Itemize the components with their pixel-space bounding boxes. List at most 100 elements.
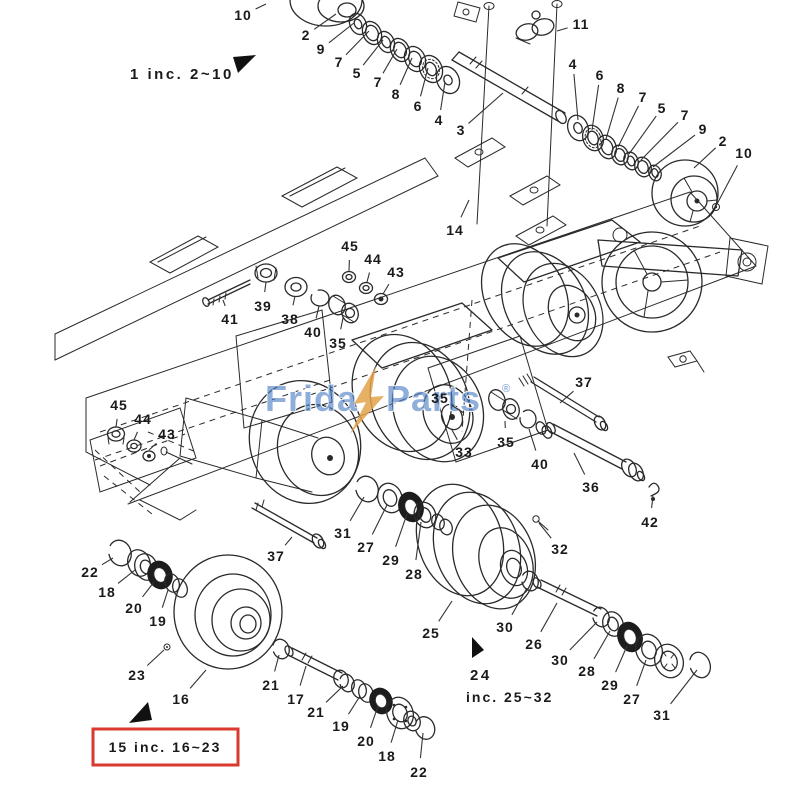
part-callout-18: 18 bbox=[98, 584, 116, 600]
leader-line-6 bbox=[419, 67, 429, 97]
leader-line-8 bbox=[399, 57, 413, 86]
part-callout-2: 2 bbox=[302, 27, 311, 43]
leader-line-21 bbox=[274, 654, 280, 672]
part-callout-14: 14 bbox=[446, 222, 464, 238]
leader-line-37 bbox=[284, 536, 293, 546]
part-callout-6: 6 bbox=[414, 98, 423, 114]
leader-line-10 bbox=[255, 3, 267, 10]
clamp-part-11 bbox=[515, 10, 555, 45]
pin-and-bolt-group bbox=[488, 373, 660, 531]
part-callout-40: 40 bbox=[531, 456, 549, 472]
part-callout-2: 2 bbox=[719, 133, 728, 149]
leader-line-22 bbox=[419, 732, 424, 759]
part-callout-8: 8 bbox=[392, 86, 401, 102]
part-callout-5: 5 bbox=[658, 100, 667, 116]
small-parts-cluster-left bbox=[106, 426, 156, 462]
leader-line-40 bbox=[315, 305, 320, 319]
watermark-registered-mark: ® bbox=[502, 383, 510, 395]
kit1-label: 1 inc. 2~10 bbox=[130, 66, 234, 83]
leader-line-43 bbox=[148, 442, 157, 451]
part-callout-4: 4 bbox=[435, 112, 444, 128]
leader-line-44 bbox=[366, 272, 371, 283]
hanger-rod bbox=[476, 5, 490, 225]
kit24-label-contents: inc. 25~32 bbox=[466, 689, 553, 705]
leader-line-19 bbox=[161, 589, 169, 608]
lightning-bolt-icon bbox=[350, 366, 384, 434]
part-callout-10: 10 bbox=[234, 7, 252, 23]
part-callout-31: 31 bbox=[653, 707, 671, 723]
kit1-exploded-parts bbox=[289, 0, 567, 125]
leader-line-22 bbox=[101, 557, 114, 566]
screw-part-23 bbox=[163, 643, 171, 651]
leader-line-40 bbox=[528, 428, 537, 451]
leader-line-17 bbox=[299, 665, 307, 686]
part-callout-31: 31 bbox=[334, 525, 352, 541]
kit1-arrow-icon bbox=[233, 55, 256, 73]
leader-line-30 bbox=[511, 587, 528, 616]
part-callout-40: 40 bbox=[304, 324, 322, 340]
leader-line-21 bbox=[325, 685, 344, 703]
part-callout-7: 7 bbox=[639, 89, 648, 105]
leader-line-9 bbox=[652, 134, 696, 168]
part-callout-37: 37 bbox=[575, 374, 593, 390]
leader-line-38 bbox=[292, 295, 296, 306]
part-callout-35: 35 bbox=[497, 434, 515, 450]
plug-part-32 bbox=[532, 515, 540, 523]
track-frame-linework bbox=[54, 0, 757, 521]
leader-line-23 bbox=[146, 649, 165, 666]
part-callout-44: 44 bbox=[364, 251, 382, 267]
shaft-part-26 bbox=[532, 577, 602, 617]
part-callout-20: 20 bbox=[357, 733, 375, 749]
part-callout-19: 19 bbox=[332, 718, 350, 734]
part-callout-5: 5 bbox=[353, 65, 362, 81]
clip-part-42 bbox=[648, 482, 660, 497]
part-callout-37: 37 bbox=[267, 548, 285, 564]
leader-line-4 bbox=[573, 73, 579, 121]
leader-line-20 bbox=[142, 581, 155, 598]
part-callout-19: 19 bbox=[149, 613, 167, 629]
idler-roller-part-2 bbox=[651, 159, 719, 227]
part-callout-35: 35 bbox=[329, 335, 347, 351]
leader-line-2 bbox=[313, 13, 337, 30]
part-callout-42: 42 bbox=[641, 514, 659, 530]
leader-line-26 bbox=[540, 602, 558, 633]
watermark-text-right: Parts bbox=[386, 378, 481, 419]
leader-line-11 bbox=[556, 27, 568, 32]
kit24-label-number: 24 bbox=[470, 667, 492, 684]
leader-line-36 bbox=[573, 452, 586, 475]
mounted-roller-right bbox=[597, 231, 769, 333]
part-callout-22: 22 bbox=[410, 764, 428, 780]
leader-line-20 bbox=[369, 705, 379, 728]
part-callout-32: 32 bbox=[551, 541, 569, 557]
shaft-part-3 bbox=[451, 51, 567, 125]
part-callout-7: 7 bbox=[681, 107, 690, 123]
leader-line-43 bbox=[382, 283, 390, 295]
leader-line-4 bbox=[440, 81, 446, 111]
shaft-part-17 bbox=[284, 645, 343, 681]
leader-line-8 bbox=[605, 97, 619, 140]
small-parts-cluster-upper bbox=[202, 263, 389, 324]
part-callout-29: 29 bbox=[601, 677, 619, 693]
part-callout-30: 30 bbox=[496, 619, 514, 635]
part-callout-39: 39 bbox=[254, 298, 272, 314]
kit15-label: 15 inc. 16~23 bbox=[109, 739, 222, 755]
part-callout-9: 9 bbox=[699, 121, 708, 137]
leader-line-45 bbox=[115, 418, 118, 428]
leader-line-28 bbox=[593, 630, 611, 660]
leader-lines bbox=[101, 3, 738, 759]
mounting-pads-part-14 bbox=[454, 137, 567, 246]
leader-line-18 bbox=[117, 569, 136, 584]
part-callout-27: 27 bbox=[357, 539, 375, 555]
leader-line-30 bbox=[569, 621, 598, 651]
mounted-roller-middle bbox=[480, 219, 641, 358]
part-callout-27: 27 bbox=[623, 691, 641, 707]
leader-line-6 bbox=[591, 84, 600, 131]
part-callout-20: 20 bbox=[125, 600, 143, 616]
roller-part-25 bbox=[415, 483, 537, 610]
part-callout-21: 21 bbox=[307, 704, 325, 720]
mounted-roller-assemblies bbox=[248, 219, 769, 505]
part-callout-22: 22 bbox=[81, 564, 99, 580]
leader-line-44 bbox=[133, 431, 139, 441]
